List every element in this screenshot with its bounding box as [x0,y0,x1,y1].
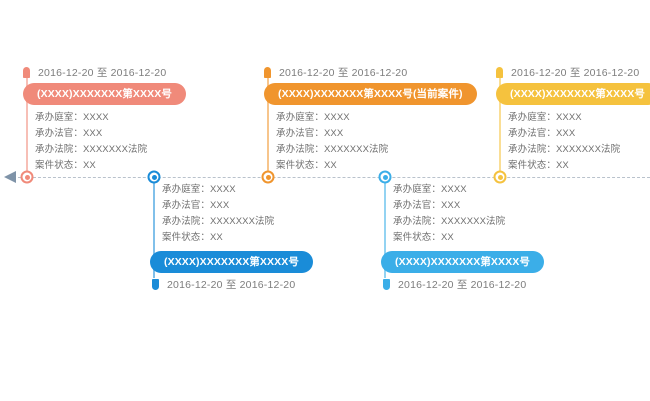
date-range-row: 2016-12-20 至 2016-12-20 [383,277,544,291]
case-detail-item: 案件状态：XX [393,232,454,243]
case-detail-item: 承办庭室：XXXX [276,112,350,123]
case-detail-item: 承办法官：XXX [35,128,103,139]
case-number-pill-wrap: (XXXX)XXXXXXX第XXXX号 [23,83,186,105]
timeline-stem-case-2 [153,177,155,278]
case-number-pill[interactable]: (XXXX)XXXXXXX第XXXX号 [381,251,544,273]
case-detail-list: 承办庭室：XXXX 承办法官：XXX 承办法院：XXXXXXX法院案件状态：XX [393,182,544,246]
timeline-node-case-4[interactable] [378,170,392,184]
date-range-row: 2016-12-20 至 2016-12-20 [23,65,186,79]
case-detail-item: 承办法官：XXX [508,128,576,139]
map-pin-icon [264,66,271,78]
case-detail-item: 承办庭室：XXXX [393,184,467,195]
date-range-row: 2016-12-20 至 2016-12-20 [152,277,313,291]
case-detail-list: 承办庭室：XXXX 承办法官：XXX 承办法院：XXXXXXX法院案件状态：XX [508,110,650,174]
case-detail-item: 承办法院：XXXXXXX法院 [162,216,275,227]
case-number-pill[interactable]: (XXXX)XXXXXXX第XXXX号(当前案件) [264,83,477,105]
case-number-pill-wrap: (XXXX)XXXXXXX第XXXX号(当前案件) [264,83,477,105]
date-range-label: 2016-12-20 至 2016-12-20 [511,66,640,79]
case-detail-item: 承办法官：XXX [276,128,344,139]
date-range-label: 2016-12-20 至 2016-12-20 [167,278,296,291]
timeline-axis [18,177,650,178]
case-detail-item: 案件状态：XX [276,160,337,171]
timeline-node-core [497,174,503,180]
case-number-pill[interactable]: (XXXX)XXXXXXX第XXXX号 [496,83,650,105]
case-detail-item: 承办法官：XXX [393,200,461,211]
timeline-node-core [265,174,271,180]
case-detail-item: 承办法官：XXX [162,200,230,211]
map-pin-icon [152,278,159,290]
date-range-label: 2016-12-20 至 2016-12-20 [279,66,408,79]
date-range-label: 2016-12-20 至 2016-12-20 [398,278,527,291]
timeline-stem-case-4 [384,177,386,278]
case-detail-list: 承办庭室：XXXX 承办法官：XXX 承办法院：XXXXXXX法院案件状态：XX [162,182,313,246]
case-detail-list: 承办庭室：XXXX 承办法官：XXX 承办法院：XXXXXXX法院案件状态：XX [35,110,186,174]
case-detail-item: 承办庭室：XXXX [508,112,582,123]
case-detail-item: 案件状态：XX [35,160,96,171]
case-detail-item: 案件状态：XX [162,232,223,243]
case-detail-item: 承办庭室：XXXX [35,112,109,123]
timeline-stem-case-1 [26,69,28,177]
case-number-pill[interactable]: (XXXX)XXXXXXX第XXXX号 [23,83,186,105]
case-detail-item: 承办法院：XXXXXXX法院 [508,144,621,155]
timeline-node-case-1[interactable] [20,170,34,184]
map-pin-icon [496,66,503,78]
timeline-item-case-5[interactable]: 2016-12-20 至 2016-12-20 (XXXX)XXXXXXX第XXX… [496,65,650,174]
case-detail-item: 案件状态：XX [508,160,569,171]
case-number-pill[interactable]: (XXXX)XXXXXXX第XXXX号 [150,251,313,273]
timeline-node-core [24,174,30,180]
case-detail-list: 承办庭室：XXXX 承办法官：XXX 承办法院：XXXXXXX法院案件状态：XX [276,110,477,174]
timeline-stem-case-3 [267,69,269,177]
case-number-pill-wrap: (XXXX)XXXXXXX第XXXX号 [496,83,650,105]
timeline-item-case-4[interactable]: 承办庭室：XXXX 承办法官：XXX 承办法院：XXXXXXX法院案件状态：XX (X… [381,182,544,291]
case-number-pill-wrap: (XXXX)XXXXXXX第XXXX号 [381,251,544,273]
timeline-node-core [382,174,388,180]
timeline-node-case-5[interactable] [493,170,507,184]
case-detail-item: 承办法院：XXXXXXX法院 [276,144,389,155]
date-range-row: 2016-12-20 至 2016-12-20 [496,65,650,79]
timeline-stem-case-5 [499,69,501,177]
case-detail-item: 承办庭室：XXXX [162,184,236,195]
date-range-row: 2016-12-20 至 2016-12-20 [264,65,477,79]
triangle-left-icon [4,171,16,183]
map-pin-icon [383,278,390,290]
timeline-item-case-1[interactable]: 2016-12-20 至 2016-12-20 (XXXX)XXXXXXX第XXX… [23,65,186,174]
timeline-node-case-2[interactable] [147,170,161,184]
map-pin-icon [23,66,30,78]
case-detail-item: 承办法院：XXXXXXX法院 [35,144,148,155]
date-range-label: 2016-12-20 至 2016-12-20 [38,66,167,79]
case-detail-item: 承办法院：XXXXXXX法院 [393,216,506,227]
timeline-node-case-3[interactable] [261,170,275,184]
timeline-node-core [151,174,157,180]
case-number-pill-wrap: (XXXX)XXXXXXX第XXXX号 [150,251,313,273]
timeline-item-case-3[interactable]: 2016-12-20 至 2016-12-20 (XXXX)XXXXXXX第XXX… [264,65,477,174]
timeline-item-case-2[interactable]: 承办庭室：XXXX 承办法官：XXX 承办法院：XXXXXXX法院案件状态：XX (X… [150,182,313,291]
